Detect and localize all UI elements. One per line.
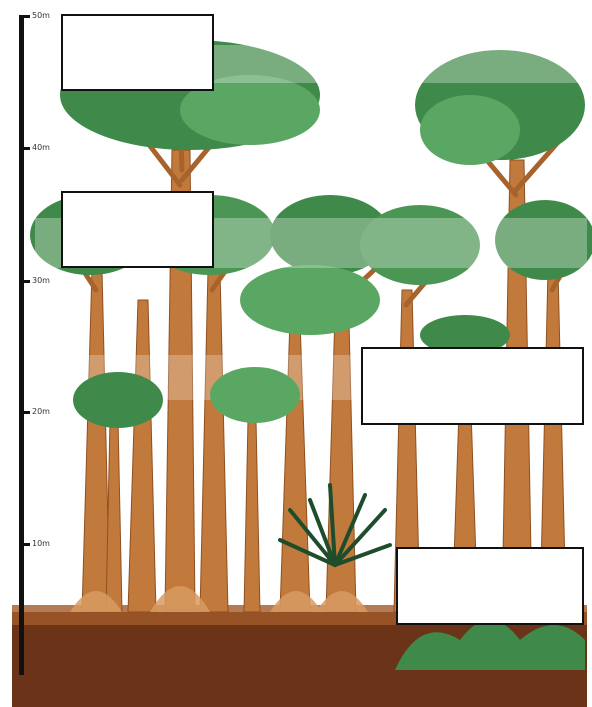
scale-tick-label-30: 30m: [32, 277, 50, 285]
scale-tick-20: [24, 411, 30, 414]
scale-tick-50: [24, 15, 30, 18]
scale-tick-label-20: 20m: [32, 408, 50, 416]
scale-tick-10: [24, 543, 30, 546]
scale-tick-40: [24, 147, 30, 150]
scale-ticks: [24, 15, 30, 546]
scale-tick-label-10: 10m: [32, 540, 50, 548]
scale-bar: [19, 15, 24, 675]
scale-tick-30: [24, 280, 30, 283]
understory-layer-label-box[interactable]: [361, 347, 584, 425]
scale-tick-label-50: 50m: [32, 12, 50, 20]
canopy-layer-label-box[interactable]: [61, 191, 214, 268]
emergent-layer-label-box[interactable]: [61, 14, 214, 91]
forest-floor-label-box[interactable]: [396, 547, 584, 625]
scale-tick-label-40: 40m: [32, 144, 50, 152]
